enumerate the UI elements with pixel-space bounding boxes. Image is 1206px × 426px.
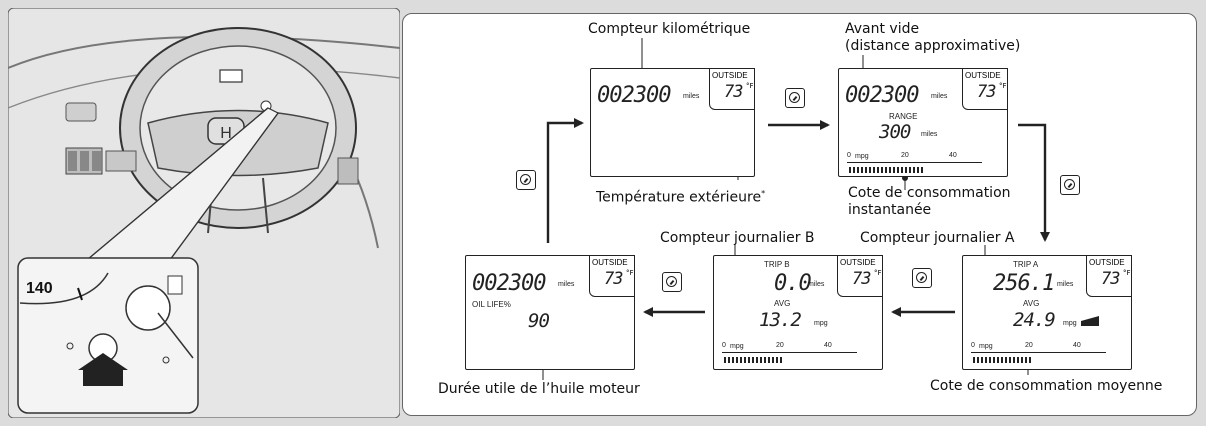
label-oil-life: Durée utile de l’huile moteur: [438, 381, 640, 397]
trip-a-title: TRIP A: [1013, 260, 1039, 269]
outside-temp-box: OUTSIDE 73 °F: [962, 68, 1008, 110]
outside-temp-box: OUTSIDE 73 °F: [709, 68, 755, 110]
outside-label: OUTSIDE: [840, 258, 876, 267]
instant-fuel-bar: [724, 357, 782, 363]
screen-trip-b: TRIP B 0.0 miles OUTSIDE 73 °F AVG 13.2 …: [713, 255, 883, 370]
scale-twenty: 20: [1025, 342, 1033, 349]
svg-text:H: H: [220, 125, 232, 142]
fuel-scale-line: [722, 352, 857, 353]
avg-value: 13.2: [759, 309, 802, 331]
scale-zero: 0: [847, 152, 851, 159]
temp-unit: °F: [746, 82, 754, 90]
outside-temp-value: 73: [977, 82, 997, 102]
trip-a-unit: miles: [1057, 281, 1074, 288]
screen-trip-a: TRIP A 256.1 miles OUTSIDE 73 °F AVG 24.…: [962, 255, 1132, 370]
label-range-line2: (distance approximative): [845, 38, 1021, 54]
trip-b-unit: miles: [808, 281, 825, 288]
range-value: 300: [879, 121, 911, 143]
avg-value: 24.9: [1013, 309, 1056, 331]
oil-odometer-value: 002300: [472, 271, 546, 296]
screen-odometer: 002300 miles OUTSIDE 73 °F: [590, 68, 755, 177]
avg-unit: mpg: [814, 320, 828, 327]
temp-unit: °F: [626, 269, 634, 277]
scale-forty: 40: [949, 152, 957, 159]
outside-label: OUTSIDE: [592, 258, 628, 267]
outside-label: OUTSIDE: [1089, 258, 1125, 267]
range-label: RANGE: [889, 112, 918, 121]
outside-label: OUTSIDE: [712, 71, 748, 80]
scale-twenty: 20: [901, 152, 909, 159]
label-instant-line1: Cote de consommation: [848, 185, 1011, 201]
avg-pointer-icon: [1081, 316, 1099, 326]
scale-forty: 40: [1073, 342, 1081, 349]
avg-unit: mpg: [1063, 320, 1077, 327]
label-trip-b: Compteur journalier B: [660, 230, 815, 246]
scale-unit: mpg: [730, 343, 744, 350]
outside-label: OUTSIDE: [965, 71, 1001, 80]
trip-a-value: 256.1: [993, 271, 1055, 296]
odometer-value: 002300: [597, 83, 671, 108]
scale-zero: 0: [722, 342, 726, 349]
oil-life-label: OIL LIFE%: [472, 300, 511, 309]
selector-knob-icon: [662, 272, 682, 292]
outside-temp-value: 73: [852, 269, 872, 289]
scale-unit: mpg: [979, 343, 993, 350]
outside-temp-value: 73: [1101, 269, 1121, 289]
label-avg-fuel: Cote de consommation moyenne: [930, 378, 1163, 394]
oil-odometer-unit: miles: [558, 281, 575, 288]
range-unit: miles: [921, 131, 938, 138]
temp-unit: °F: [999, 82, 1007, 90]
speed-mark: 140: [26, 280, 53, 297]
selector-knob-icon: [516, 170, 536, 190]
trip-b-value: 0.0: [774, 271, 812, 296]
outside-temp-value: 73: [724, 82, 744, 102]
label-instant-line2: instantanée: [848, 202, 932, 218]
trip-b-title: TRIP B: [764, 260, 790, 269]
outside-temp-value: 73: [604, 269, 624, 289]
label-range-line1: Avant vide: [845, 21, 920, 37]
dashboard-illustration: H 140: [8, 8, 400, 418]
fuel-scale-line: [847, 162, 982, 163]
odometer-unit: miles: [683, 93, 700, 100]
screen-range: 002300 miles OUTSIDE 73 °F RANGE 300 mil…: [838, 68, 1008, 177]
instant-fuel-bar: [849, 167, 923, 173]
scale-unit: mpg: [855, 153, 869, 160]
outside-temp-box: OUTSIDE 73 °F: [837, 255, 883, 297]
avg-label: AVG: [774, 299, 791, 308]
selector-knob-icon: [785, 88, 805, 108]
label-odometer: Compteur kilométrique: [588, 21, 751, 37]
label-trip-a: Compteur journalier A: [860, 230, 1015, 246]
avg-label: AVG: [1023, 299, 1040, 308]
fuel-scale-line: [971, 352, 1106, 353]
oil-life-value: 90: [528, 310, 550, 332]
outside-temp-box: OUTSIDE 73 °F: [589, 255, 635, 297]
range-odometer-value: 002300: [845, 83, 919, 108]
temp-unit: °F: [874, 269, 882, 277]
screen-oil-life: 002300 miles OUTSIDE 73 °F OIL LIFE% 90: [465, 255, 635, 370]
selector-knob-icon: [1060, 175, 1080, 195]
scale-zero: 0: [971, 342, 975, 349]
outside-temp-box: OUTSIDE 73 °F: [1086, 255, 1132, 297]
instant-fuel-bar: [973, 357, 1031, 363]
scale-twenty: 20: [776, 342, 784, 349]
range-odometer-unit: miles: [931, 93, 948, 100]
label-outside-temp: Température extérieure*: [596, 189, 766, 206]
selector-knob-icon: [912, 268, 932, 288]
scale-forty: 40: [824, 342, 832, 349]
temp-unit: °F: [1123, 269, 1131, 277]
